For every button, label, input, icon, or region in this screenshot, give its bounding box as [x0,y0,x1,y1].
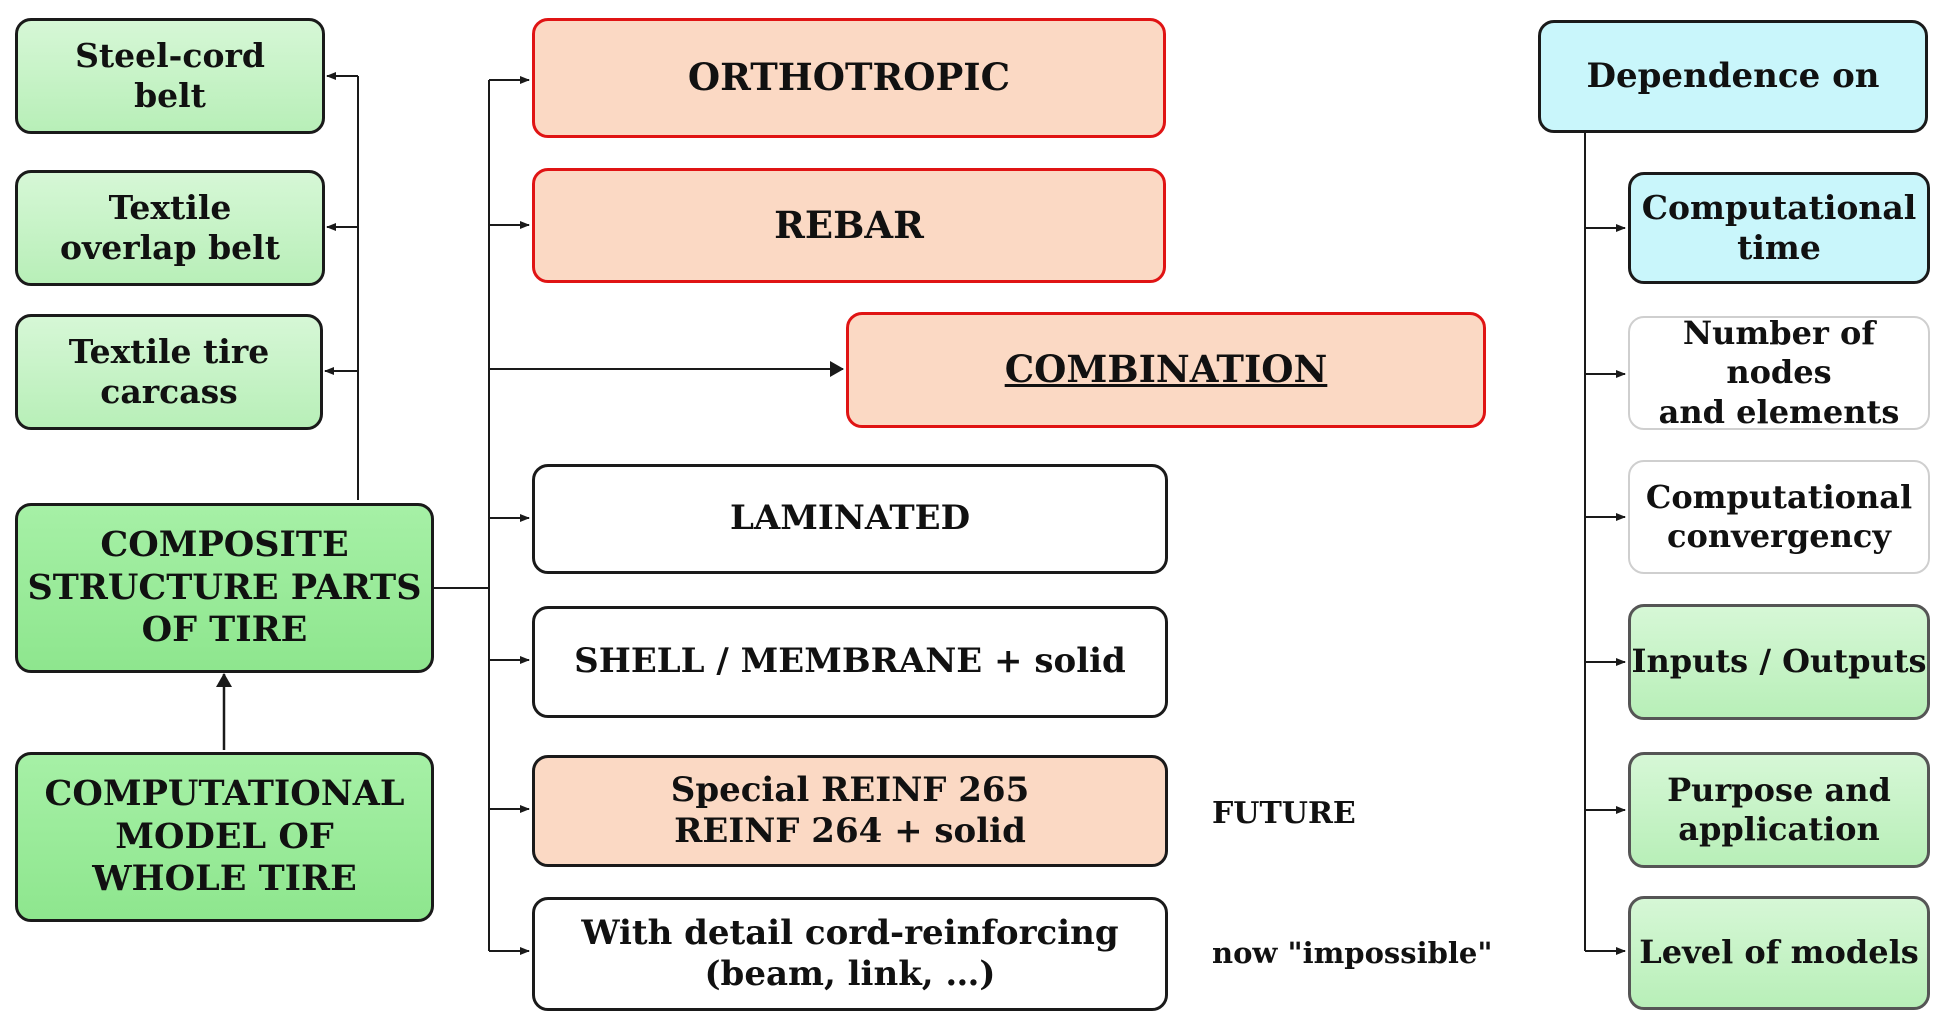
detail-cord-box: With detail cord-reinforcing (beam, link… [532,897,1168,1011]
model-line2: MODEL OF [115,815,334,857]
inputs-outputs-box: Inputs / Outputs [1628,604,1930,720]
steel-cord-belt-line2: belt [134,76,206,115]
special-reinf-line2: REINF 264 + solid [674,811,1026,851]
composite-line2: STRUCTURE PARTS [27,566,422,608]
computational-model-box: COMPUTATIONAL MODEL OF WHOLE TIRE [15,752,434,922]
textile-tire-carcass-line2: carcass [100,372,238,411]
shell-membrane-box: SHELL / MEMBRANE + solid [532,606,1168,718]
purpose-line2: application [1678,810,1880,848]
convergency-box: Computational convergency [1628,460,1930,574]
textile-tire-carcass-line1: Textile tire [68,331,270,371]
future-note: FUTURE [1212,796,1356,831]
shell-membrane-label: SHELL / MEMBRANE + solid [574,641,1126,682]
convergency-line1: Computational [1645,477,1913,516]
purpose-application-box: Purpose and application [1628,752,1930,868]
combination-box: COMBINATION [846,312,1486,428]
rebar-label: REBAR [774,202,924,247]
textile-overlap-belt-box: Textile overlap belt [15,170,325,286]
textile-tire-carcass-box: Textile tire carcass [15,314,323,430]
model-line3: WHOLE TIRE [92,858,357,900]
steel-cord-belt-box: Steel-cord belt [15,18,325,134]
level-of-models-label: Level of models [1639,933,1919,972]
orthotropic-label: ORTHOTROPIC [687,55,1011,100]
composite-structure-parts-box: COMPOSITE STRUCTURE PARTS OF TIRE [15,503,434,673]
nodes-elements-box: Number of nodes and elements [1628,314,1930,431]
model-line1: COMPUTATIONAL [44,772,405,814]
dependence-on-label: Dependence on [1586,55,1880,96]
purpose-line1: Purpose and [1667,770,1891,809]
rebar-box: REBAR [532,168,1166,283]
nodes-elements-line1: Number of nodes [1682,314,1876,392]
special-reinf-line1: Special REINF 265 [670,769,1030,810]
composite-line3: OF TIRE [141,609,308,651]
composite-line1: COMPOSITE [100,523,349,565]
computational-time-line1: Computational [1641,187,1917,227]
laminated-box: LAMINATED [532,464,1168,574]
special-reinf-box: Special REINF 265 REINF 264 + solid [532,755,1168,867]
laminated-label: LAMINATED [729,498,971,539]
detail-cord-line1: With detail cord-reinforcing [581,912,1119,953]
computational-time-box: Computational time [1628,172,1930,284]
computational-time-line2: time [1737,228,1821,267]
steel-cord-belt-line1: Steel-cord [75,35,265,75]
level-of-models-box: Level of models [1628,896,1930,1010]
dependence-on-box: Dependence on [1538,20,1928,133]
orthotropic-box: ORTHOTROPIC [532,18,1166,138]
nodes-elements-line2: and elements [1658,392,1900,431]
textile-overlap-belt-line1: Textile [108,187,232,227]
convergency-line2: convergency [1667,517,1891,555]
detail-cord-line2: (beam, link, …) [704,954,996,994]
inputs-outputs-label: Inputs / Outputs [1631,642,1927,681]
textile-overlap-belt-line2: overlap belt [60,228,280,267]
impossible-note: now "impossible" [1212,936,1493,970]
combination-label: COMBINATION [1004,347,1328,392]
